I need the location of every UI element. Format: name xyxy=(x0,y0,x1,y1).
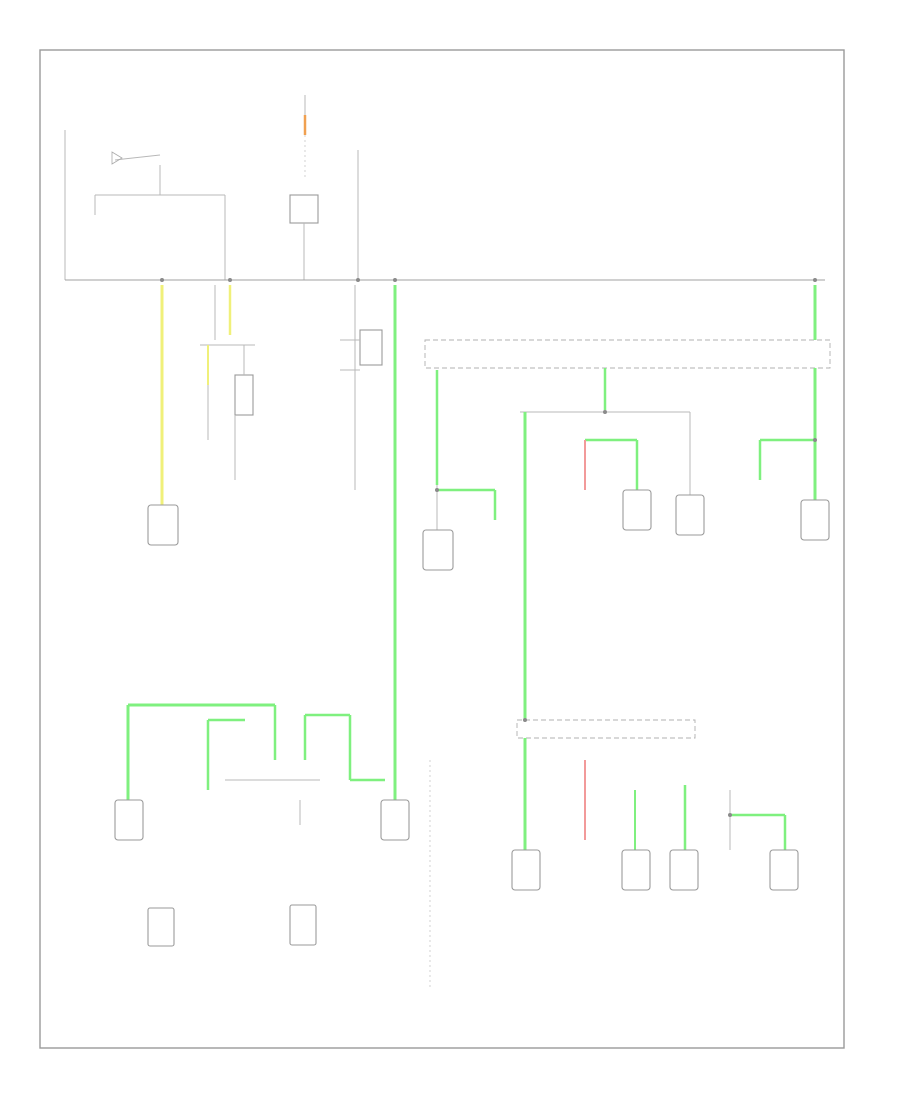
right-upper-branch xyxy=(424,285,831,720)
junction-box xyxy=(516,719,696,739)
connector-box xyxy=(147,504,179,546)
left-column xyxy=(147,285,255,546)
lower-right-section xyxy=(511,719,799,891)
module-box xyxy=(359,329,383,366)
diagram-frame xyxy=(39,49,845,1049)
switch-box xyxy=(234,374,254,416)
connector-box xyxy=(147,907,175,947)
connector-box xyxy=(621,849,651,891)
connector-box xyxy=(511,849,541,891)
connector-box xyxy=(669,849,699,891)
switch-symbol xyxy=(111,151,123,165)
center-column xyxy=(340,285,497,810)
connector-box xyxy=(622,489,652,531)
connector-box xyxy=(114,799,144,841)
splice-points xyxy=(160,278,817,817)
lower-left-section xyxy=(114,703,431,990)
relay-box xyxy=(289,194,319,224)
connector-box xyxy=(380,799,410,841)
connector-box xyxy=(769,849,799,891)
connector-box xyxy=(800,499,830,541)
junction-box xyxy=(424,339,831,369)
connector-box xyxy=(675,494,705,536)
top-power-section xyxy=(64,95,825,281)
connector-box xyxy=(422,529,454,571)
connector-box xyxy=(289,904,317,946)
